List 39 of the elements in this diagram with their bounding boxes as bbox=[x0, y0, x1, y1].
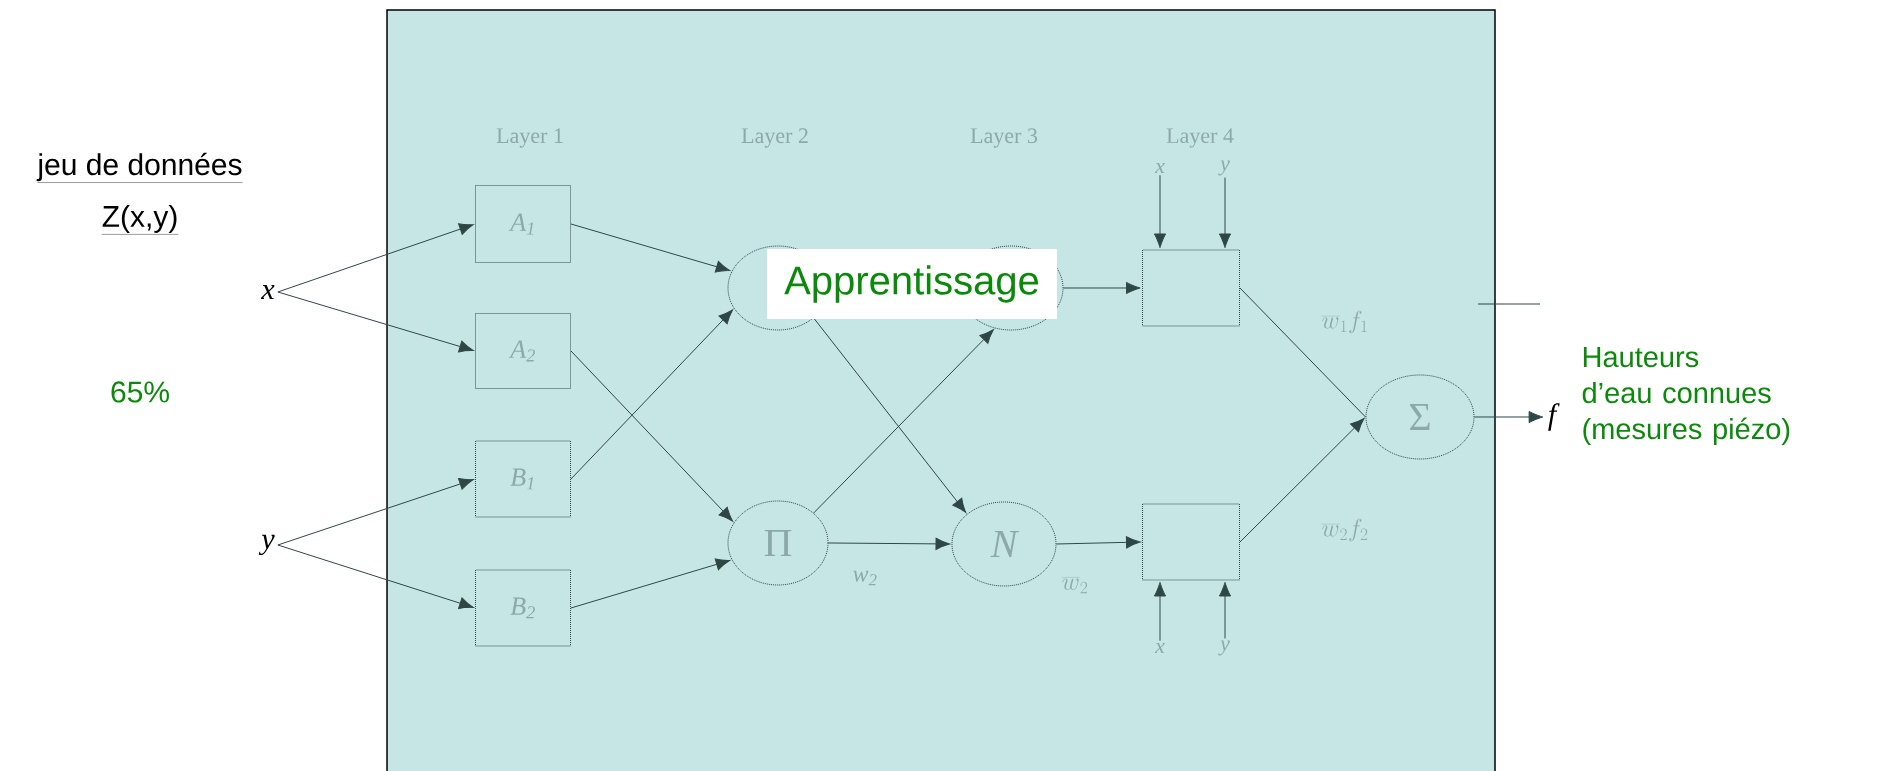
input-label: y bbox=[1218, 640, 1230, 656]
membership-box: A$_{2}$ bbox=[475, 313, 571, 389]
arrow bbox=[277, 223, 474, 293]
membership-box: B$_{1}$ bbox=[475, 440, 571, 518]
arrow bbox=[1153, 174, 1167, 249]
arrow bbox=[1474, 410, 1544, 424]
arrow bbox=[277, 291, 474, 353]
variable-label: f bbox=[1548, 403, 1560, 431]
membership-box: B$_{2}$ bbox=[475, 569, 571, 647]
underlined-text: jeu de données bbox=[36, 152, 243, 183]
arrow bbox=[1239, 417, 1365, 543]
title-tooltip: Apprentissage bbox=[767, 249, 1057, 319]
percentage-text: 65% bbox=[111, 381, 169, 403]
arrow bbox=[1153, 581, 1167, 642]
input-label: x bbox=[1154, 162, 1165, 174]
arrow bbox=[570, 350, 733, 522]
arrow bbox=[570, 309, 733, 480]
variable-label: y bbox=[258, 534, 275, 556]
arrow bbox=[277, 544, 474, 610]
arrow bbox=[1063, 281, 1141, 295]
arrow bbox=[813, 329, 994, 514]
arrow bbox=[277, 478, 474, 546]
arrow bbox=[813, 317, 967, 513]
arrow bbox=[1218, 177, 1232, 249]
layer-label: Layer 1 bbox=[496, 128, 563, 148]
note-text: Hauteurs d’eau connues (mesures piézo) bbox=[1582, 347, 1790, 445]
layer-label: Layer 2 bbox=[741, 128, 808, 148]
arrow bbox=[828, 537, 951, 550]
arrow bbox=[1056, 536, 1141, 549]
underlined-text: Z(x,y) bbox=[101, 205, 179, 235]
input-label: x bbox=[1154, 642, 1165, 654]
membership-box: A$_{1}$ bbox=[475, 185, 571, 263]
variable-label: x bbox=[261, 285, 275, 299]
arrow bbox=[1218, 581, 1232, 639]
layer-label: Layer 3 bbox=[970, 128, 1038, 148]
arrow bbox=[570, 558, 731, 609]
layer-label: Layer 4 bbox=[1166, 128, 1234, 148]
arrow bbox=[570, 223, 731, 273]
input-label: y bbox=[1218, 160, 1230, 176]
